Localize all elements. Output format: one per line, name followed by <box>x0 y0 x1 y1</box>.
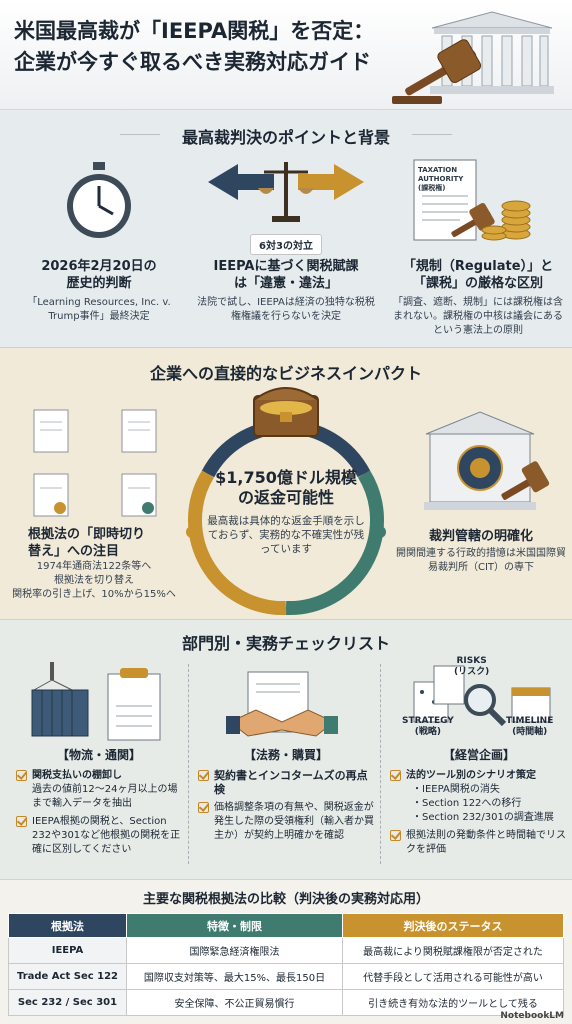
checkbox-icon[interactable] <box>198 802 209 813</box>
logistics-column: 【物流・通関】 関税支払いの棚卸し 過去の値前12～24ヶ月以上の場まで輸入デー… <box>16 746 182 861</box>
handshake-contract-icon <box>226 671 338 737</box>
comparison-section: 主要な関税根拠法の比較（判決後の実務対応用） 根拠法 特徴・制限 判決後のステー… <box>0 879 572 1024</box>
scenario-bullet: ・Section 122への移行 <box>412 798 522 809</box>
risks-label: RISKS (リスク) <box>454 656 490 677</box>
column-header: 判決後のステータス <box>342 913 564 938</box>
checklist-item[interactable]: 関税支払いの棚卸し 過去の値前12～24ヶ月以上の場まで輸入データを抽出 <box>16 769 182 811</box>
checklist-item[interactable]: IEEPA根拠の関税と、Section 232や301など他根拠の関税を正確に区… <box>16 815 182 857</box>
checkbox-icon[interactable] <box>16 816 27 827</box>
section-title: 最高裁判決のポイントと背景 <box>181 128 390 147</box>
section-title: 部門別・実務チェックリスト <box>181 634 390 653</box>
checkbox-icon[interactable] <box>390 830 401 841</box>
unconstitutional-point: IEEPAに基づく関税賦課 は「違憲・違法」 法院で試し、IEEPAは経済の独特… <box>197 259 375 322</box>
table-row: Sec 232 / Sec 301 安全保障、不公正貿易慣行 引き続き有効な法的… <box>8 989 564 1016</box>
refund-potential-center: $1,750億ドル規模 の返金可能性 最高裁は具体的な返金手順を示しておらず、実… <box>207 468 365 555</box>
column-header: 特徴・制限 <box>126 913 343 938</box>
planning-column: 【経営企画】 法的ツール別のシナリオ策定 ・IEEPA関税の消失 ・Sectio… <box>390 746 568 861</box>
jurisdiction-point: 裁判管轄の明確化 開関間連する行政的措憶は米国国際貿易裁判所（CIT）の専下 <box>396 529 566 573</box>
scales-of-justice-icon <box>208 162 364 222</box>
business-impact-section: 企業への直接的なビジネスインパクト $1,750億ドル規模 の返金可能性 最高裁… <box>0 347 572 619</box>
ruling-points-section: 最高裁判決のポイントと背景 2026年2月20日の 歴史的判断 「Learnin… <box>0 110 572 347</box>
regulate-vs-tax-point: 「規制（Regulate）」と 「課税」の厳格な区別 「調査、遮断、規制」には課… <box>393 259 563 336</box>
checklist-item[interactable]: 法的ツール別のシナリオ策定 <box>390 769 568 783</box>
tax-document-coins-icon <box>413 159 531 241</box>
department-checklist-section: 部門別・実務チェックリスト 【物流・通関】 関税支払いの棚卸し 過去の値前12～… <box>0 619 572 879</box>
stopwatch-icon <box>67 162 131 238</box>
impact-ring <box>186 387 386 616</box>
scenario-bullet: ・Section 232/301の調査進展 <box>412 812 554 823</box>
table-row: Trade Act Sec 122 国際収支対策等、最大15%、最長150日 代… <box>8 963 564 990</box>
historic-ruling-point: 2026年2月20日の 歴史的判断 「Learning Resources, I… <box>27 259 171 322</box>
checkbox-icon[interactable] <box>390 770 401 781</box>
tax-document-label: TAXATION AUTHORITY (課税権) <box>418 166 464 192</box>
checklist-item[interactable]: 価格調整条項の有無や、関税返金が発生した際の受領権利（輸入者か買主か）が契約上明… <box>198 801 374 843</box>
strategy-label: STRATEGY (戦略) <box>402 716 454 737</box>
checkbox-icon[interactable] <box>198 770 209 781</box>
strategy-magnifier-icon <box>413 665 551 727</box>
header: 米国最高裁が「IEEPA関税」を否定： 企業が今すぐ取るべき実務対応ガイド <box>0 0 572 110</box>
table-row: IEEPA 国際緊急経済権限法 最高裁により関税賦課権限が否定された <box>8 937 564 964</box>
timeline-label: TIMELINE (時間軸) <box>506 716 554 737</box>
legal-procurement-column: 【法務・購買】 契約書とインコタームズの再点検 価格調整条項の有無や、関税返金が… <box>198 746 374 847</box>
column-header: 根拠法 <box>8 913 127 938</box>
section-title: 主要な関税根拠法の比較（判決後の実務対応用） <box>142 892 429 907</box>
comparison-table: 根拠法 特徴・制限 判決後のステータス IEEPA 国際緊急経済権限法 最高裁に… <box>8 913 564 1016</box>
page-title: 米国最高裁が「IEEPA関税」を否定： 企業が今すぐ取るべき実務対応ガイド <box>14 16 404 78</box>
checkbox-icon[interactable] <box>16 770 27 781</box>
courthouse-gavel-icon <box>392 11 554 104</box>
trade-court-icon <box>424 411 550 510</box>
title-line-1: 米国最高裁が「IEEPA関税」を否定： <box>14 19 375 43</box>
split-vote-badge: 6対3の対立 <box>248 234 324 255</box>
brand-logo: NotebookLM <box>500 1011 564 1021</box>
title-line-2: 企業が今すぐ取るべき実務対応ガイド <box>14 50 371 74</box>
container-customs-icon <box>31 662 161 741</box>
scenario-bullet: ・IEEPA関税の消失 <box>412 784 500 795</box>
section-title: 企業への直接的なビジネスインパクト <box>149 364 422 383</box>
legal-basis-switch-point: 根拠法の「即時切り 替え」への注目 1974年通商法122条等へ 根拠法を切り替… <box>12 527 176 600</box>
checklist-item[interactable]: 根拠法則の発動条件と時間軸でリスクを評価 <box>390 829 568 857</box>
documents-icon <box>33 409 157 517</box>
checklist-item[interactable]: 契約書とインコタームズの再点検 <box>198 769 374 797</box>
